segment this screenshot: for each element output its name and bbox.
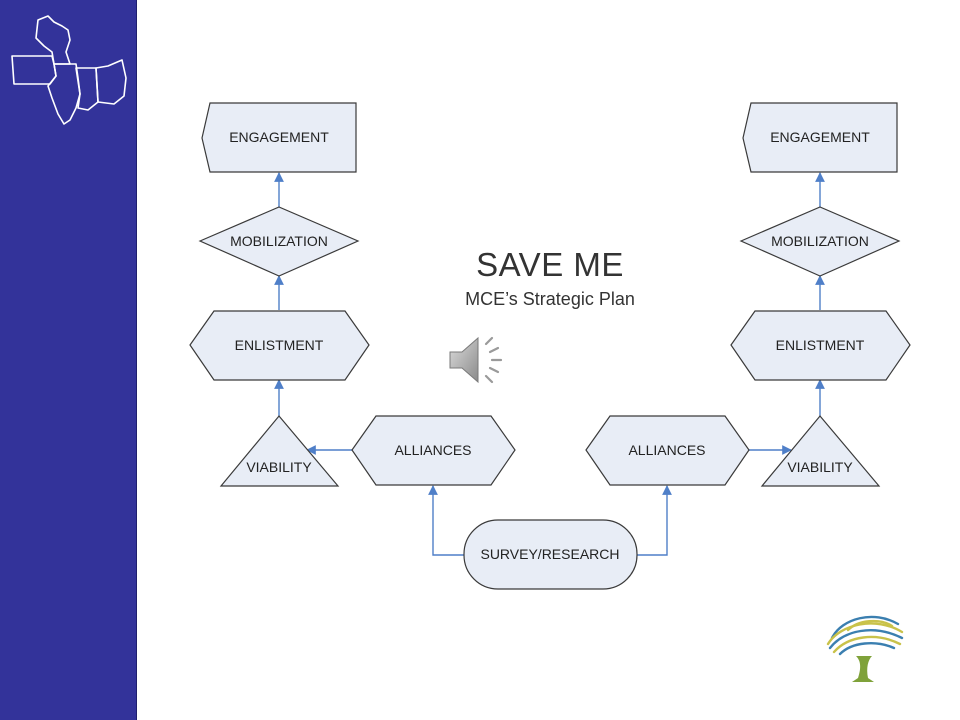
left-enlistment-label: ENLISTMENT <box>235 337 324 353</box>
right-mobilization-label: MOBILIZATION <box>771 233 869 249</box>
survey-research-label: SURVEY/RESEARCH <box>480 546 619 562</box>
right-viability-label: VIABILITY <box>787 459 853 475</box>
connectors <box>274 172 825 556</box>
right-alliances-label: ALLIANCES <box>628 442 705 458</box>
right-engagement-label: ENGAGEMENT <box>770 129 870 145</box>
slide-subtitle: MCE’s Strategic Plan <box>465 289 635 309</box>
tree-icon <box>826 615 904 682</box>
speaker-icon[interactable] <box>446 330 512 392</box>
left-mobilization-label: MOBILIZATION <box>230 233 328 249</box>
right-mobilization-node <box>739 206 901 277</box>
right-viability-node <box>760 415 881 487</box>
midwest-states-map-icon <box>11 15 127 125</box>
left-viability-node <box>219 415 340 487</box>
left-alliances-node <box>351 415 516 486</box>
left-alliances-label: ALLIANCES <box>394 442 471 458</box>
left-enlistment-node <box>189 310 370 381</box>
right-alliances-node <box>585 415 750 486</box>
right-enlistment-node <box>730 310 911 381</box>
right-enlistment-label: ENLISTMENT <box>776 337 865 353</box>
left-engagement-label: ENGAGEMENT <box>229 129 329 145</box>
left-mobilization-node <box>198 206 360 277</box>
connector-root-right-alliances <box>637 485 672 556</box>
sidebar <box>0 0 137 720</box>
connector-root-left-alliances <box>428 485 464 556</box>
left-viability-label: VIABILITY <box>246 459 312 475</box>
survey-research-node <box>463 519 638 590</box>
slide-title: SAVE ME <box>476 246 624 283</box>
left-engagement-node <box>201 102 357 173</box>
right-engagement-node <box>742 102 898 173</box>
